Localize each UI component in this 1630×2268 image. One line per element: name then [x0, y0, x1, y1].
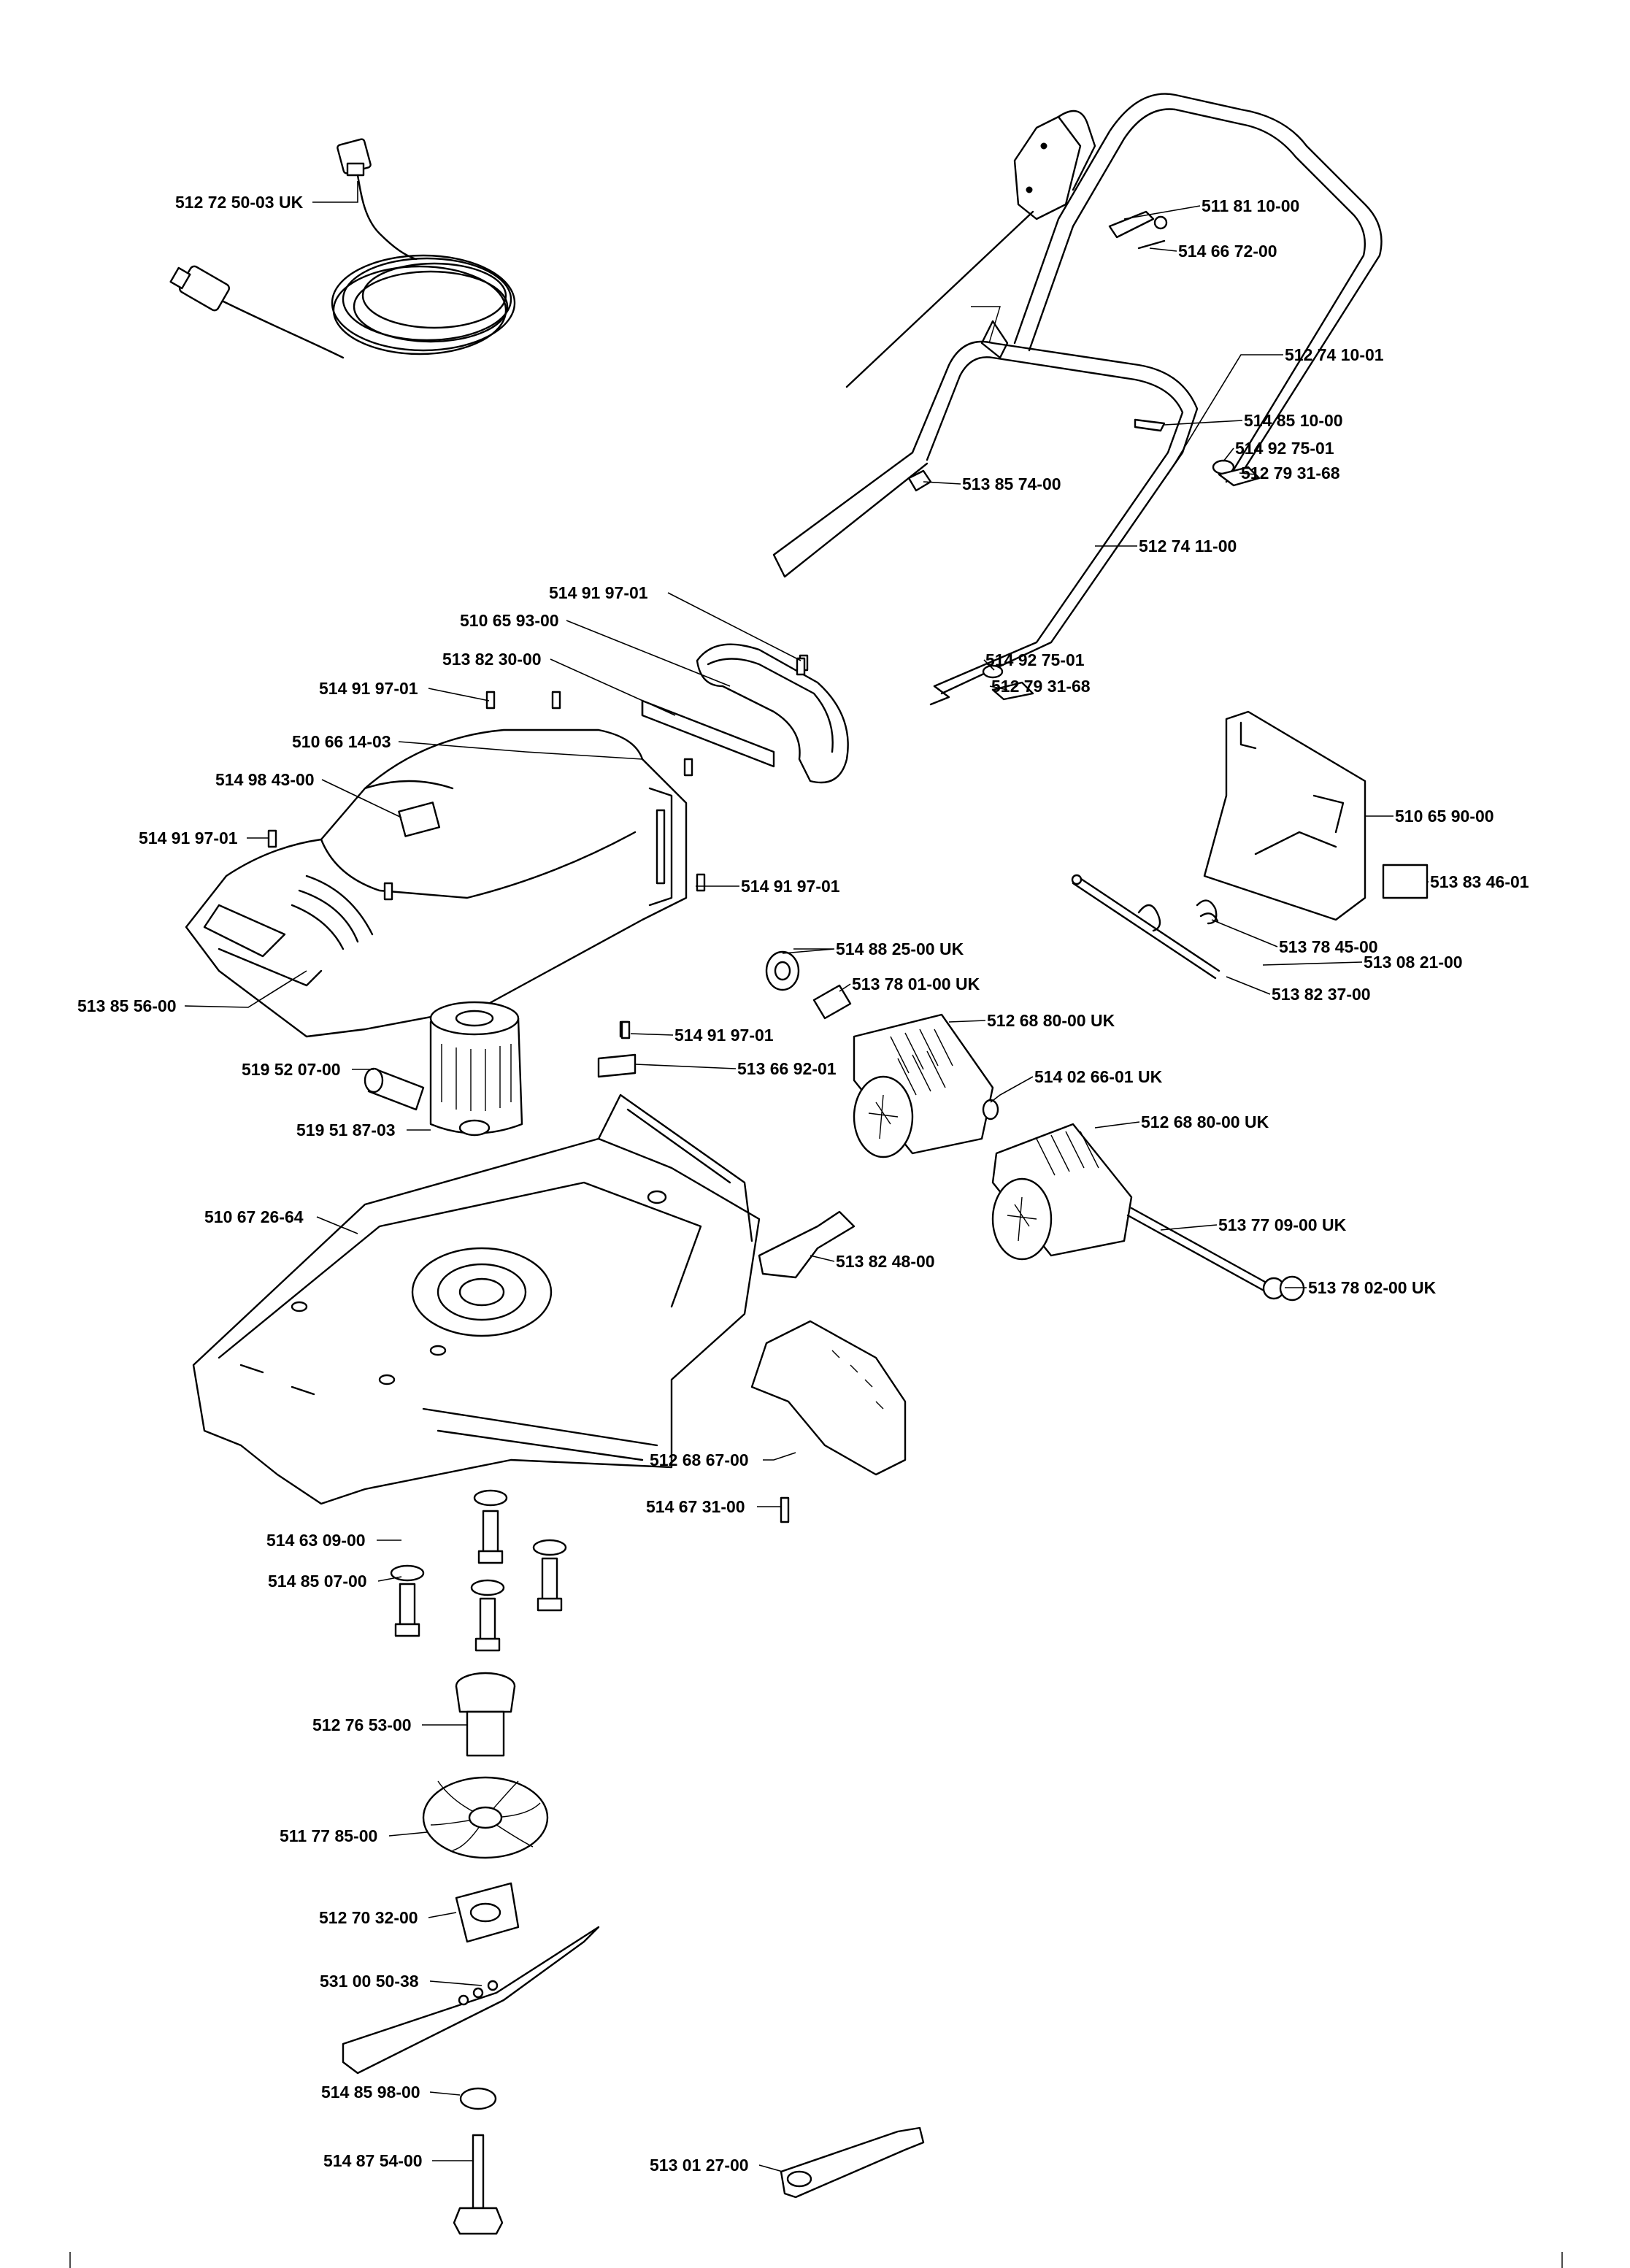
label-motor-bolt: 514 85 07-00 [268, 1572, 367, 1591]
label-circlip: 513 08 21-00 [1364, 953, 1463, 972]
label-screw-switch: 514 91 97-01 [674, 1026, 774, 1045]
label-blade: 531 00 50-38 [320, 1972, 419, 1991]
label-hood-decal: 514 98 43-00 [215, 770, 315, 789]
label-hood: 510 66 14-03 [292, 732, 391, 751]
label-hub: 512 76 53-00 [312, 1715, 412, 1734]
label-handle-bolt: 514 85 10-00 [1244, 411, 1343, 430]
power-cable-drawing [169, 138, 516, 359]
label-cable-clip: 513 85 74-00 [962, 474, 1061, 493]
label-fan: 511 77 85-00 [280, 1826, 377, 1845]
label-washer-upper: 514 92 75-01 [1235, 439, 1334, 458]
switch-lever-drawing [845, 109, 1096, 388]
label-washer-lower: 514 92 75-01 [985, 650, 1085, 669]
blade-assembly-drawing [342, 1672, 925, 2235]
upper-handle-drawing [772, 93, 1383, 706]
small-screws-drawing [267, 657, 806, 1039]
label-upper-handle: 512 74 10-01 [1285, 345, 1384, 364]
label-cable: 512 72 50-03 UK [175, 193, 304, 212]
label-roller-lower: 512 68 80-00 UK [1141, 1112, 1269, 1131]
roller-assembly-drawing [765, 950, 1305, 1302]
label-knob-upper: 512 79 31-68 [1241, 464, 1340, 483]
label-lower-handle: 512 74 11-00 [1139, 537, 1237, 556]
label-bearing-holder: 513 78 01-00 UK [852, 975, 980, 993]
label-screw-hood-right: 514 91 97-01 [741, 877, 840, 896]
label-blade-hub: 512 70 32-00 [319, 1908, 418, 1927]
label-side-cover: 512 68 67-00 [650, 1450, 749, 1469]
label-chassis: 510 67 26-64 [204, 1207, 304, 1226]
chassis-drawing [192, 1093, 761, 1505]
label-cover-screw: 514 67 31-00 [646, 1497, 745, 1516]
handle-fittings-drawing [907, 210, 1261, 701]
label-screw-hood-front: 514 91 97-01 [139, 829, 238, 847]
label-cable-hook: 513 82 48-00 [836, 1252, 935, 1271]
label-screw-hood-left: 514 91 97-01 [319, 679, 418, 698]
label-bearing: 514 88 25-00 UK [836, 939, 964, 958]
label-roller-upper: 512 68 80-00 UK [987, 1011, 1115, 1030]
label-carry-strip: 513 82 30-00 [442, 650, 542, 669]
label-blade-bolt: 514 87 54-00 [323, 2151, 423, 2170]
label-knob-lower: 512 79 31-68 [991, 677, 1091, 696]
motor-bolts-drawing [390, 1489, 567, 1652]
label-hood-front-decal: 513 85 56-00 [77, 996, 177, 1015]
label-spacer: 514 02 66-01 UK [1034, 1067, 1163, 1086]
side-parts-drawing [750, 1210, 907, 1523]
label-axle-nut: 513 78 02-00 UK [1308, 1278, 1437, 1297]
leader-lines [184, 181, 1429, 2172]
label-spring: 513 78 45-00 [1279, 937, 1378, 956]
label-flap-decal: 513 83 46-01 [1430, 872, 1529, 891]
label-roller-axle: 513 77 09-00 UK [1218, 1215, 1347, 1234]
label-motor: 519 51 87-03 [296, 1120, 396, 1139]
label-motor-washer: 514 63 09-00 [266, 1531, 366, 1550]
label-flap-axle: 513 82 37-00 [1272, 985, 1371, 1004]
rear-flap-drawing [1071, 710, 1429, 980]
label-capacitor: 519 52 07-00 [242, 1060, 341, 1079]
motor-drawing [364, 1001, 637, 1137]
label-switch: 513 66 92-01 [737, 1059, 837, 1078]
crop-marks [69, 2252, 1563, 2268]
label-handle-screw: 514 66 72-00 [1178, 242, 1277, 261]
label-carry-handle: 510 65 93-00 [460, 611, 559, 630]
label-rear-flap: 510 65 90-00 [1395, 807, 1494, 826]
label-blade-washer: 514 85 98-00 [321, 2083, 420, 2102]
label-screw-carry-handle: 514 91 97-01 [549, 583, 648, 602]
part-labels: 512 72 50-03 UK 511 81 10-00 514 66 72-0… [77, 193, 1529, 2175]
carry-handle-drawing [641, 643, 849, 784]
label-handle-bracket: 511 81 10-00 [1202, 196, 1299, 215]
label-blade-key: 513 01 27-00 [650, 2156, 749, 2175]
